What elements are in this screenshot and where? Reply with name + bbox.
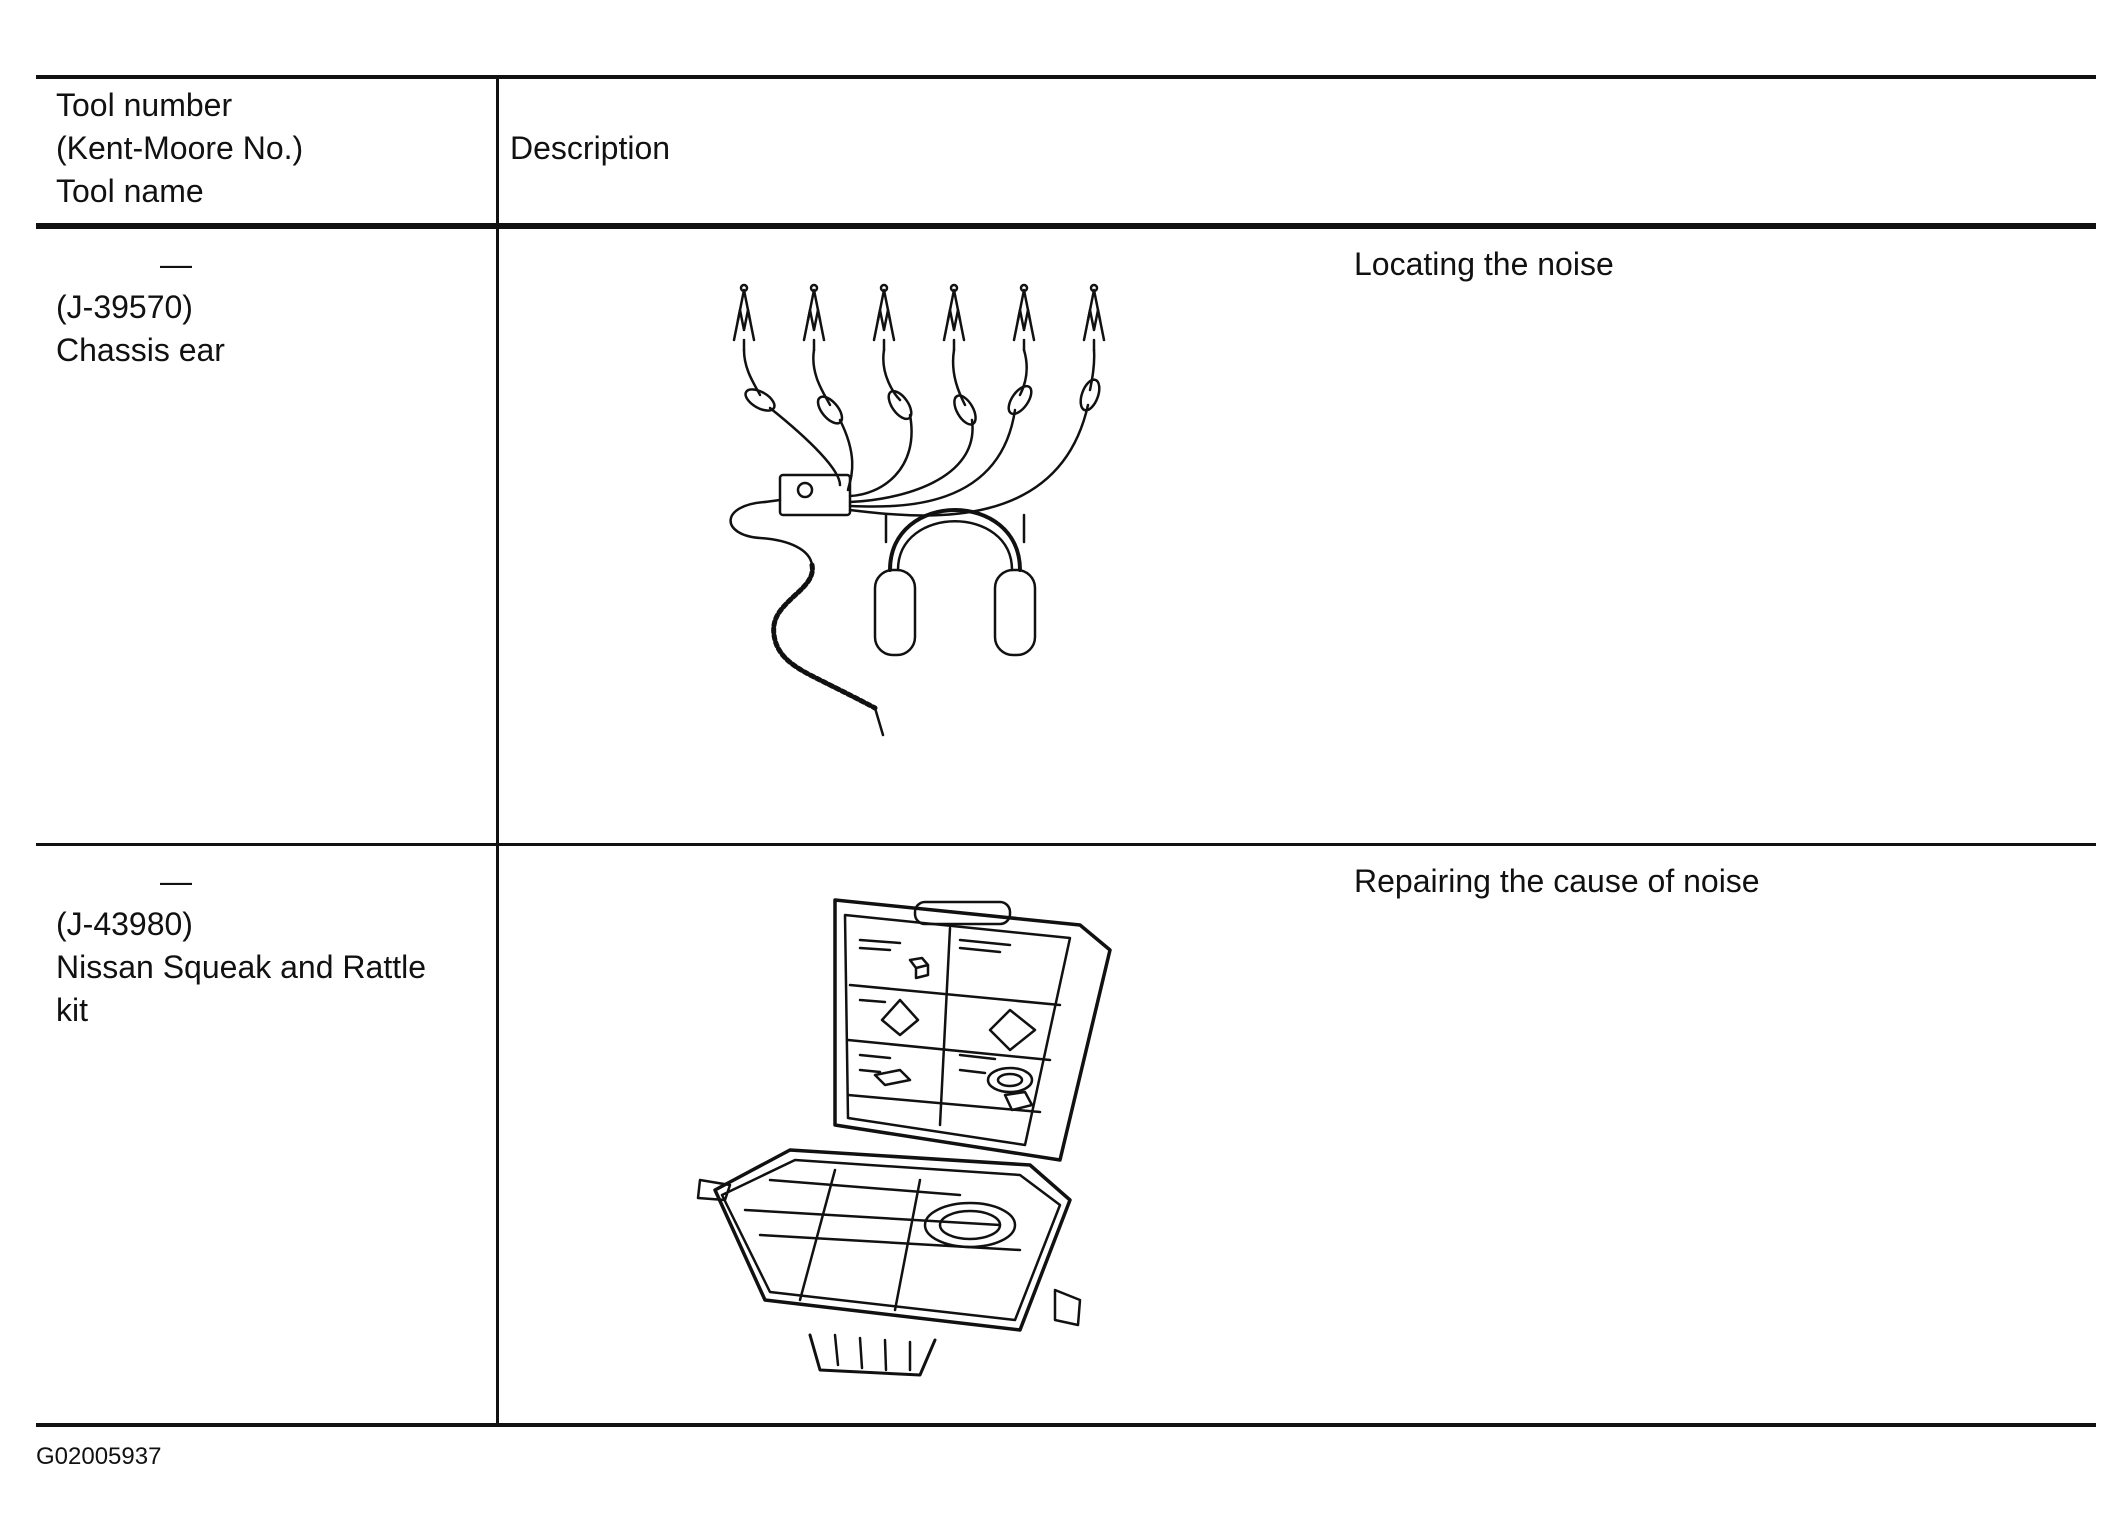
alligator-clips bbox=[732, 283, 1106, 352]
header-description: Description bbox=[510, 130, 671, 166]
table-row-divider bbox=[36, 843, 2096, 846]
kent-moore-number: (J-39570) bbox=[56, 289, 193, 325]
table-bottom-rule bbox=[36, 1423, 2096, 1427]
microphone-pods bbox=[744, 378, 1101, 426]
row-2-description: Repairing the cause of noise bbox=[1354, 863, 1760, 899]
table-row-2-tool-cell: — (J-43980) Nissan Squeak and Rattle kit bbox=[56, 860, 486, 1032]
table-header-rule bbox=[36, 223, 2096, 229]
chassis-ear-illustration bbox=[729, 283, 1106, 737]
kent-moore-number: (J-43980) bbox=[56, 906, 193, 942]
tool-name-line-2: kit bbox=[56, 992, 88, 1028]
row-1-description: Locating the noise bbox=[1354, 246, 1614, 282]
table-column-divider bbox=[496, 75, 499, 1427]
table-row-1-tool-cell: — (J-39570) Chassis ear bbox=[56, 243, 486, 372]
tool-number: — bbox=[160, 863, 192, 899]
tool-name-line-1: Nissan Squeak and Rattle bbox=[56, 949, 426, 985]
table-top-rule bbox=[36, 75, 2096, 79]
header-tool-column: Tool number (Kent-Moore No.) Tool name bbox=[56, 84, 303, 213]
tool-name: Chassis ear bbox=[56, 332, 225, 368]
squeak-rattle-kit-illustration bbox=[696, 898, 1112, 1377]
header-tool-number: Tool number bbox=[56, 87, 233, 123]
tool-number: — bbox=[160, 246, 192, 282]
header-tool-name: Tool name bbox=[56, 173, 204, 209]
figure-code: G02005937 bbox=[36, 1443, 162, 1470]
header-kent-moore-no: (Kent-Moore No.) bbox=[56, 130, 304, 166]
